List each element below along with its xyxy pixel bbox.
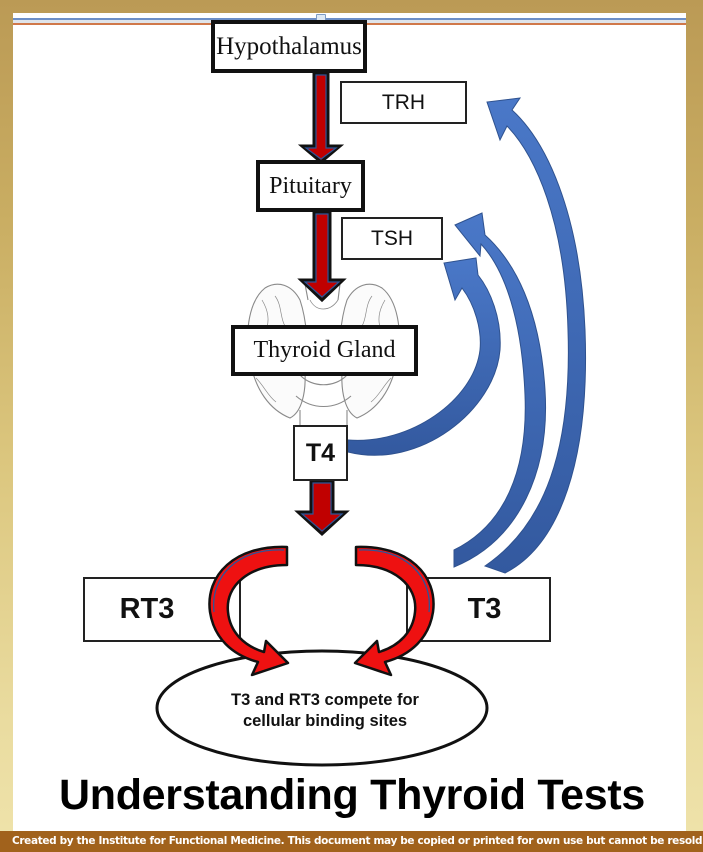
stimulus-arrow-hypothalamus-to-pituitary <box>297 71 345 164</box>
header-rule-blue <box>13 18 686 20</box>
feedback-arrow-t4-to-tsh <box>347 257 501 456</box>
stimulus-arrow-pituitary-to-thyroid <box>297 210 347 303</box>
pituitary-label: Pituitary <box>269 172 352 199</box>
trh-label: TRH <box>381 90 426 114</box>
feedback-arrow-t3-to-tsh <box>453 212 547 568</box>
binding-site-ellipse <box>155 649 489 767</box>
stimulus-arrow-t4-down <box>294 479 350 537</box>
t4-label: T4 <box>305 438 336 467</box>
pituitary-node: Pituitary <box>256 160 365 212</box>
rt3-node: RT3 <box>83 577 241 642</box>
diagram-title: Understanding Thyroid Tests <box>59 771 645 819</box>
copyright-footer: Created by the Institute for Functional … <box>0 831 703 852</box>
rt3-label: RT3 <box>119 593 175 625</box>
feedback-arrow-t3-to-trh <box>483 97 587 574</box>
thyroid-gland-node: Thyroid Gland <box>231 325 418 376</box>
binding-note-line-1: T3 and RT3 compete for <box>231 691 419 709</box>
binding-note: T3 and RT3 compete for cellular binding … <box>170 690 480 732</box>
tsh-label: TSH <box>371 226 413 250</box>
hypothalamus-node: Hypothalamus <box>211 20 367 73</box>
t4-node: T4 <box>293 425 348 481</box>
binding-note-line-2: cellular binding sites <box>242 712 408 730</box>
tsh-node: TSH <box>341 217 443 260</box>
trh-node: TRH <box>340 81 467 124</box>
hypothalamus-label: Hypothalamus <box>216 32 362 60</box>
thyroid-gland-label: Thyroid Gland <box>253 337 396 363</box>
t3-label: T3 <box>467 593 502 625</box>
t3-node: T3 <box>406 577 551 642</box>
